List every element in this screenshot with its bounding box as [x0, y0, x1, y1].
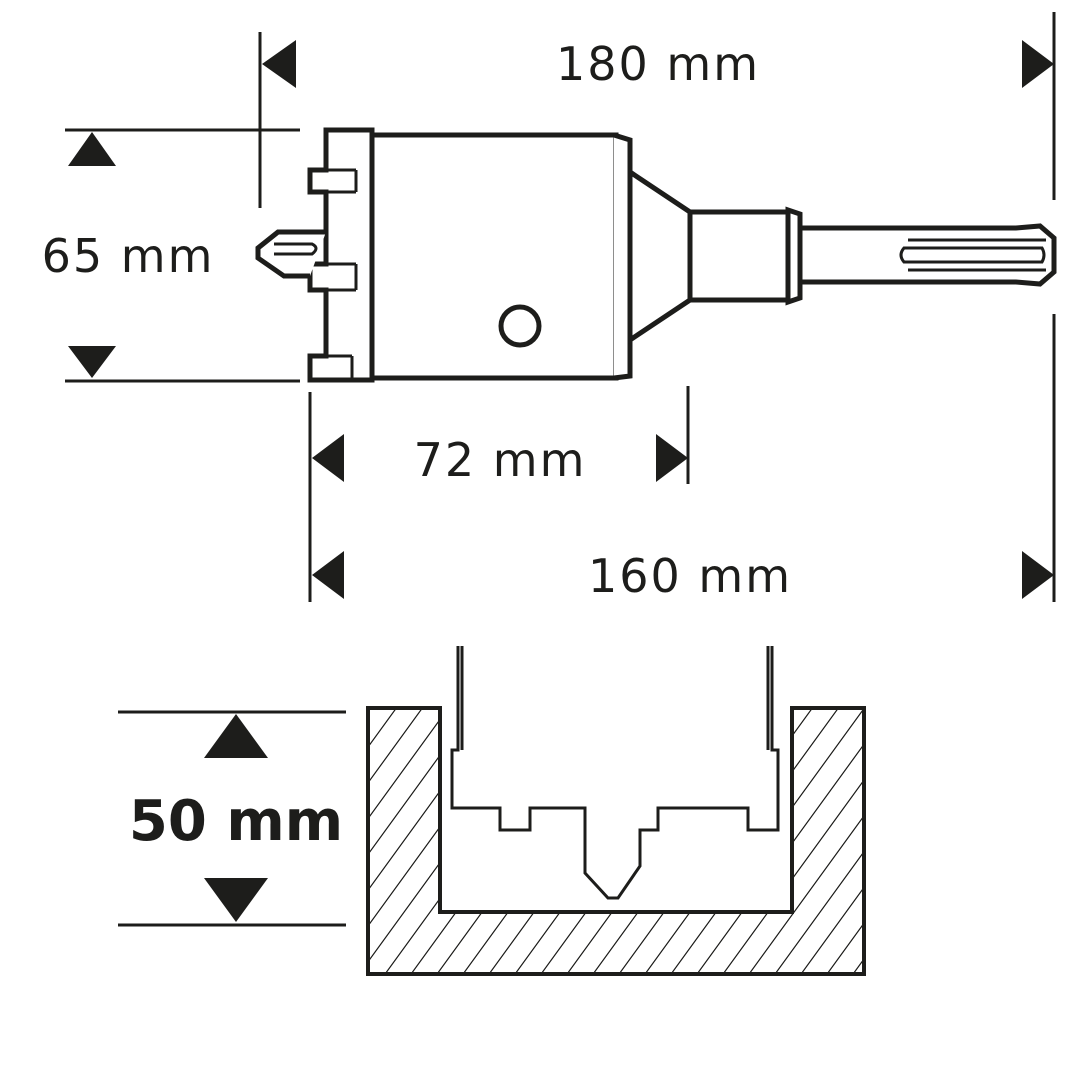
hole-saw-tool	[255, 127, 1057, 383]
sds-shank	[797, 223, 1057, 287]
drilling-depth-label: 50 mm	[129, 789, 343, 854]
working-length-label: 160 mm	[588, 549, 792, 603]
hole-saw-profile	[450, 646, 780, 900]
ejection-hole-icon	[498, 304, 542, 348]
body-length-label: 72 mm	[414, 433, 587, 487]
arrow-left-icon	[312, 551, 344, 599]
arrow-down-icon	[204, 878, 268, 922]
arrow-up-icon	[68, 132, 116, 166]
saw-body	[369, 132, 619, 381]
dimension-65mm: 65 mm	[42, 128, 300, 383]
total-length-label: 180 mm	[556, 37, 760, 91]
hatched-material	[366, 706, 866, 976]
arrow-down-icon	[68, 346, 116, 378]
dimension-72mm: 72 mm	[308, 386, 690, 602]
workpiece-section	[366, 646, 866, 976]
arrow-left-icon	[262, 40, 296, 88]
dimension-160mm: 160 mm	[312, 314, 1056, 603]
arrow-right-icon	[1022, 551, 1054, 599]
dimension-180mm: 180 mm	[258, 12, 1056, 208]
diameter-label: 65 mm	[42, 229, 215, 283]
adapter-cone	[627, 167, 693, 345]
dimension-50mm: 50 mm	[118, 710, 346, 927]
saw-teeth	[307, 127, 375, 383]
arrow-right-icon	[656, 434, 688, 482]
arrow-up-icon	[204, 714, 268, 758]
adapter-collar	[687, 209, 791, 303]
arrow-right-icon	[1022, 40, 1054, 88]
arrow-left-icon	[312, 434, 344, 482]
